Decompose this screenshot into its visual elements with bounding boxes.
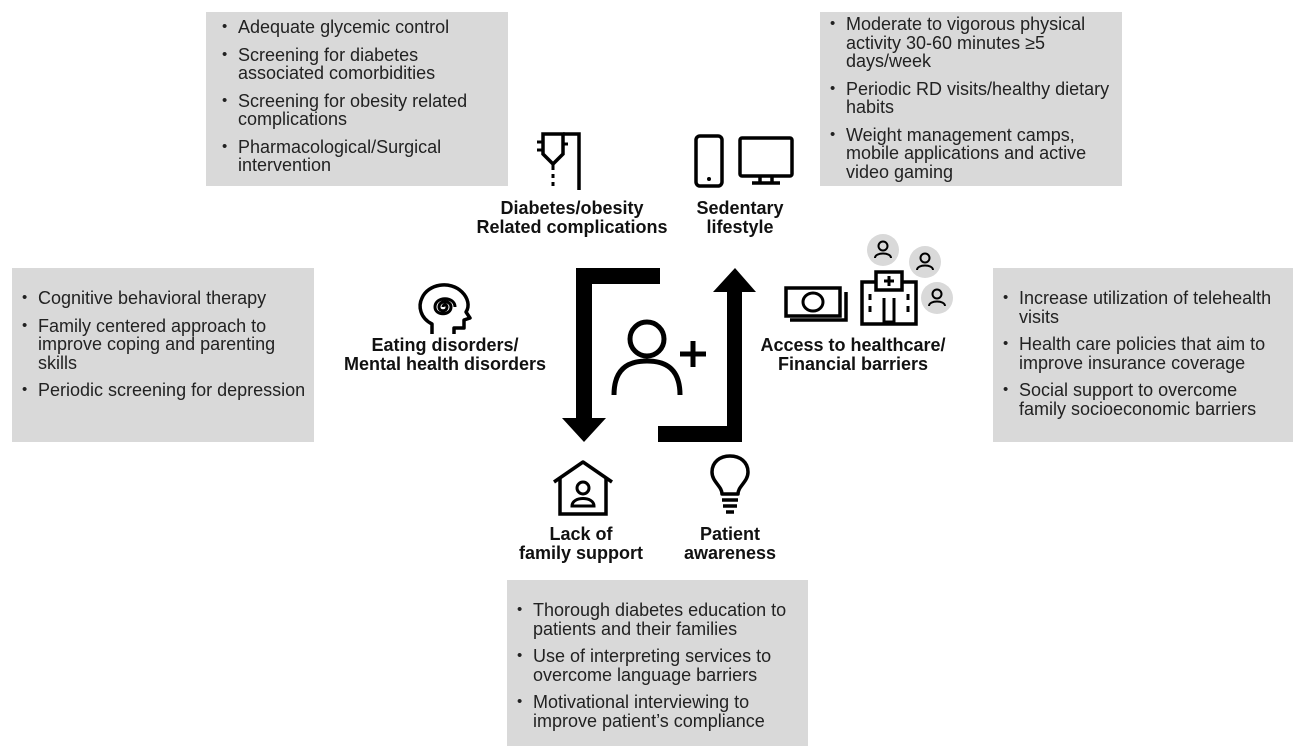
phone-and-monitor-icon [694, 134, 794, 188]
access-interventions-list: Increase utilization of telehealth visit… [999, 289, 1289, 418]
head-spiral-icon [418, 283, 472, 334]
label-line: Mental health disorders [343, 354, 547, 374]
lightbulb-icon [710, 454, 750, 514]
house-person-icon [553, 460, 613, 516]
mental-health-interventions-list: Cognitive behavioral therapy Family cent… [18, 289, 306, 400]
label-line: Sedentary [696, 198, 784, 218]
list-item: Adequate glycemic control [218, 18, 500, 37]
mental-health-interventions-box: Cognitive behavioral therapy Family cent… [12, 268, 314, 442]
education-interventions-box: Thorough diabetes education to patients … [507, 580, 808, 746]
access-interventions-box: Increase utilization of telehealth visit… [993, 268, 1293, 442]
iv-drip-icon [537, 132, 581, 190]
label-family-support: Lack of family support [510, 525, 652, 563]
activity-interventions-list: Moderate to vigorous physical activity 3… [826, 15, 1114, 181]
list-item: Motivational interviewing to improve pat… [513, 693, 800, 730]
list-item: Periodic RD visits/healthy dietary habit… [826, 79, 1114, 117]
list-item: Screening for obesity related complicati… [218, 91, 500, 129]
label-line: Lack of [549, 524, 613, 544]
list-item: Cognitive behavioral therapy [18, 289, 306, 308]
label-line: family support [518, 543, 643, 563]
label-line: Financial barriers [777, 354, 929, 374]
label-line: awareness [683, 543, 777, 563]
activity-interventions-box: Moderate to vigorous physical activity 3… [820, 12, 1122, 186]
list-item: Health care policies that aim to improve… [999, 335, 1289, 372]
label-line: Diabetes/obesity [500, 198, 644, 218]
label-access-financial: Access to healthcare/ Financial barriers [748, 336, 958, 374]
right-up-arrow [658, 268, 756, 442]
label-diabetes-complications: Diabetes/obesity Related complications [462, 199, 682, 237]
list-item: Weight management camps, mobile applicat… [826, 125, 1114, 182]
label-eating-mental-health: Eating disorders/ Mental health disorder… [330, 336, 560, 374]
education-interventions-list: Thorough diabetes education to patients … [513, 601, 800, 730]
medical-interventions-box: Adequate glycemic control Screening for … [206, 12, 508, 186]
label-line: lifestyle [706, 217, 774, 237]
list-item: Use of interpreting services to overcome… [513, 647, 800, 684]
label-line: Related complications [476, 217, 668, 237]
label-patient-awareness: Patient awareness [670, 525, 790, 563]
label-line: Access to healthcare/ [760, 335, 946, 355]
list-item: Moderate to vigorous physical activity 3… [826, 15, 1114, 71]
person-add-icon [611, 319, 706, 396]
list-item: Social support to overcome family socioe… [999, 381, 1289, 418]
left-down-arrow [562, 268, 660, 442]
label-line: Eating disorders/ [371, 335, 519, 355]
list-item: Thorough diabetes education to patients … [513, 601, 800, 638]
list-item: Pharmacological/Surgical intervention [218, 137, 500, 175]
list-item: Screening for diabetes associated comorb… [218, 45, 500, 83]
label-line: Patient [699, 524, 760, 544]
medical-interventions-list: Adequate glycemic control Screening for … [218, 18, 500, 175]
list-item: Family centered approach to improve copi… [18, 316, 306, 373]
list-item: Periodic screening for depression [18, 381, 306, 400]
list-item: Increase utilization of telehealth visit… [999, 289, 1289, 326]
money-hospital-people-icon [784, 234, 953, 326]
label-sedentary-lifestyle: Sedentary lifestyle [680, 199, 800, 237]
